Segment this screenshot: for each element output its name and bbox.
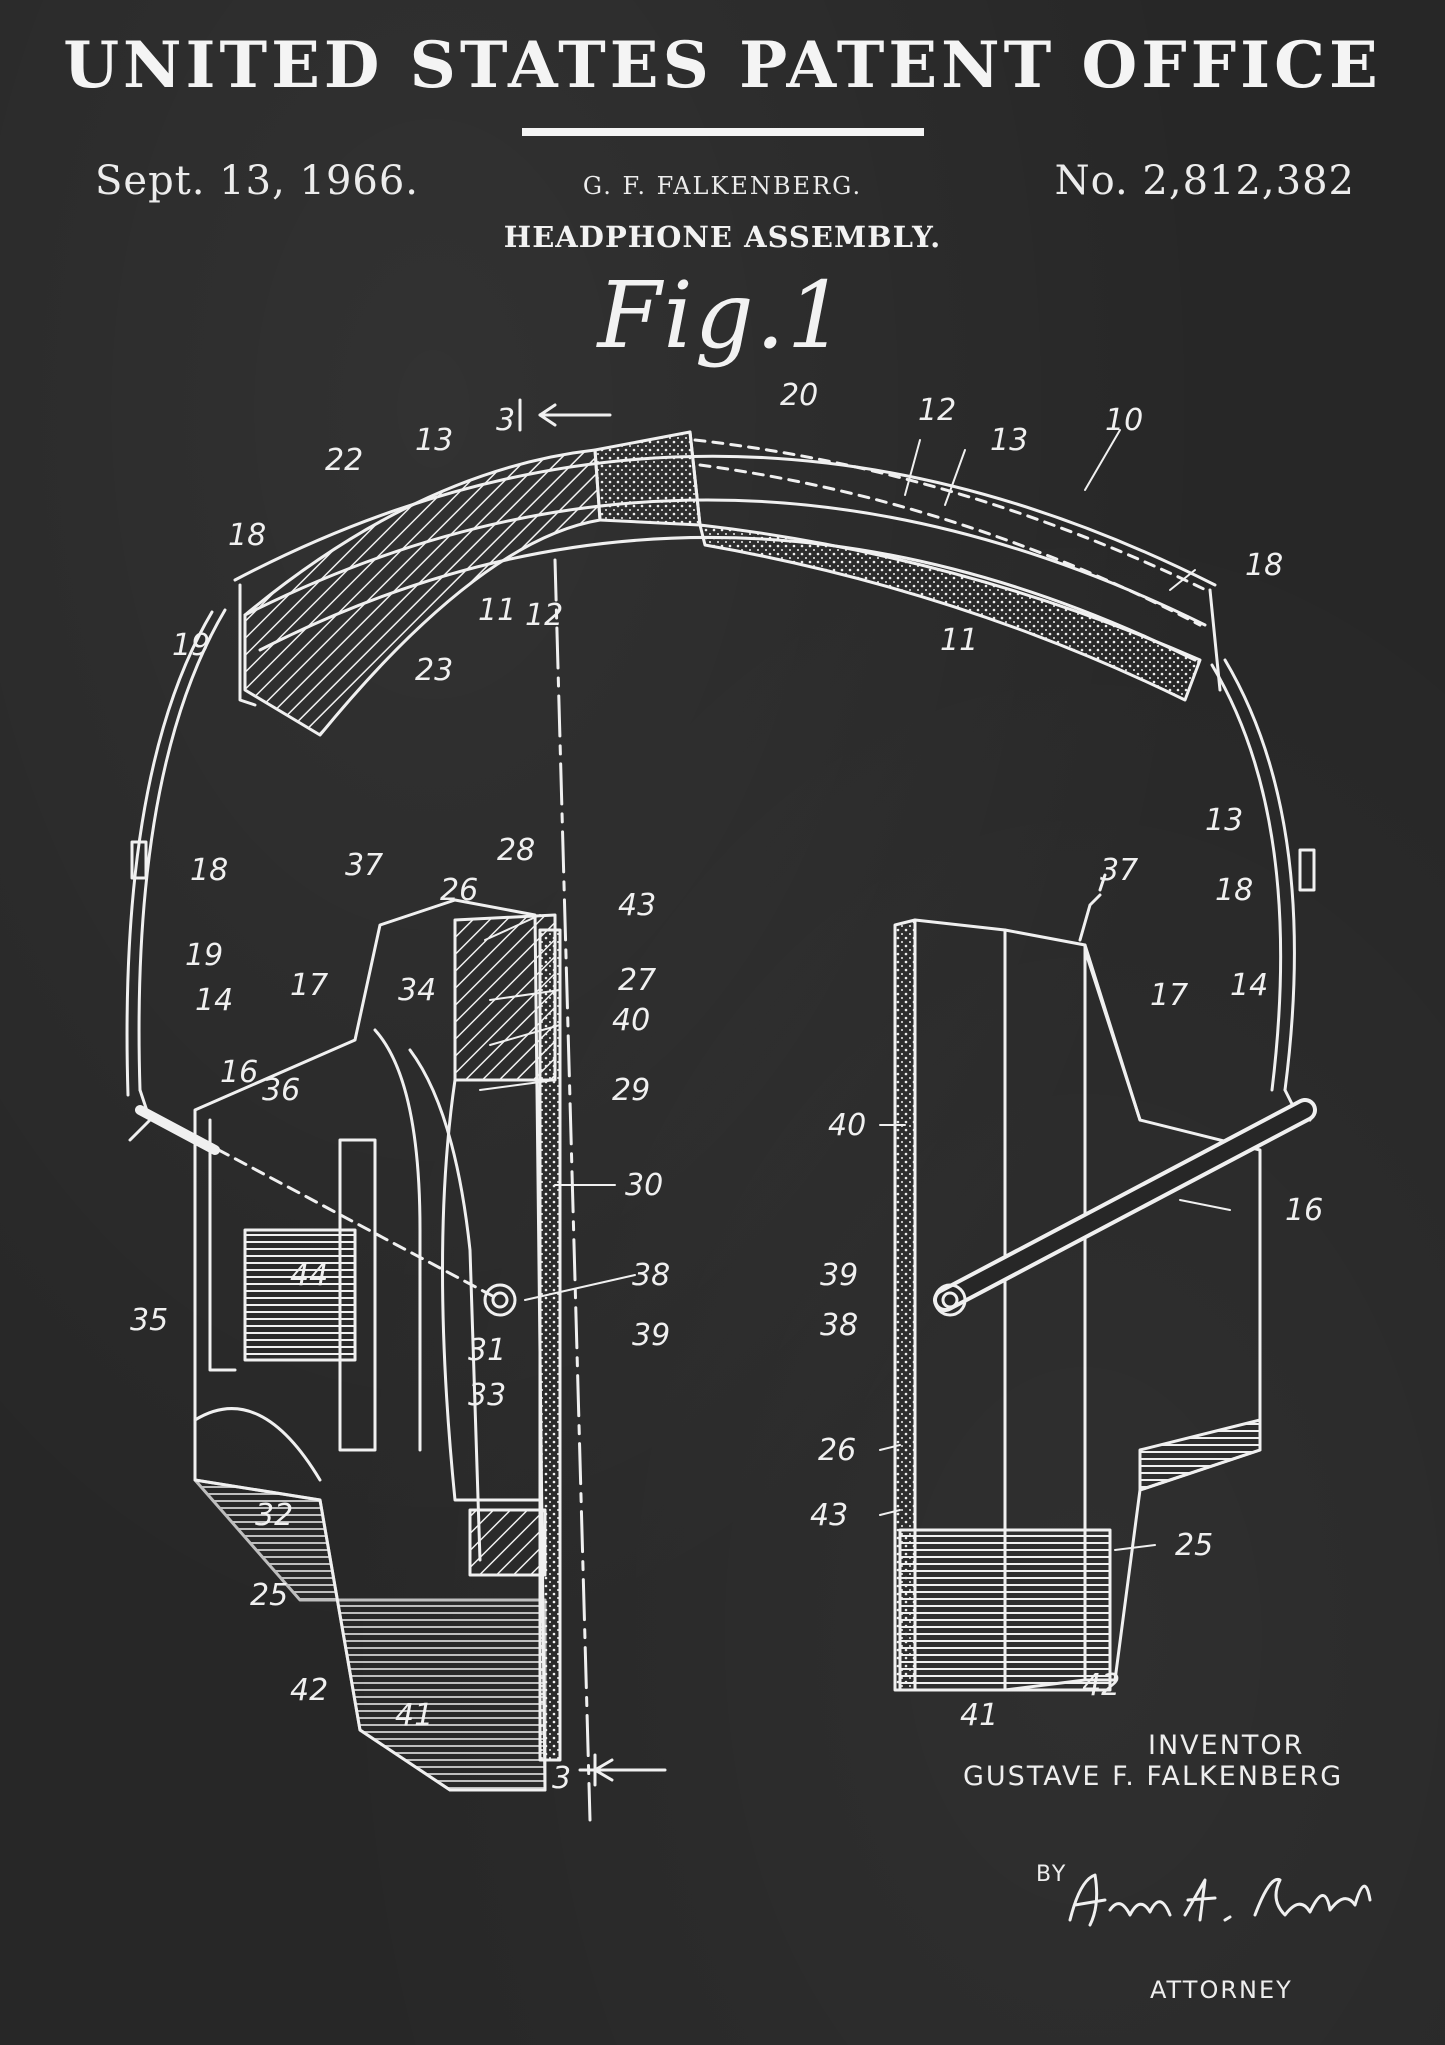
numeral-39: 39: [820, 1258, 858, 1293]
numeral-26: 26: [818, 1433, 856, 1468]
left-ear-cup: [135, 898, 562, 1792]
numeral-18: 18: [1245, 548, 1283, 583]
numeral-34: 34: [398, 973, 436, 1008]
headband: [233, 430, 1222, 737]
numeral-25: 25: [250, 1578, 288, 1613]
numeral-41: 41: [960, 1698, 998, 1733]
inventor-label: INVENTOR: [1148, 1730, 1305, 1761]
numeral-11: 11: [940, 623, 978, 658]
numeral-17: 17: [290, 968, 328, 1003]
numeral-35: 35: [130, 1303, 168, 1338]
section-marker-top: 3: [496, 403, 515, 438]
numeral-14: 14: [195, 983, 233, 1018]
reference-numerals: 3 3 10 11 11 12 12 13 13 13 14 14 16 16 …: [130, 378, 1323, 1796]
numeral-19: 19: [172, 628, 210, 663]
numeral-37: 37: [345, 848, 383, 883]
section-line: [518, 398, 667, 1822]
numeral-40: 40: [612, 1003, 650, 1038]
numeral-25: 25: [1175, 1528, 1213, 1563]
numeral-13: 13: [415, 423, 453, 458]
title-underline: [522, 128, 924, 136]
numeral-12: 12: [525, 598, 563, 633]
numeral-30: 30: [625, 1168, 663, 1203]
numeral-26: 26: [440, 873, 478, 908]
numeral-16: 16: [1285, 1193, 1323, 1228]
numeral-27: 27: [618, 963, 656, 998]
numeral-18: 18: [190, 853, 228, 888]
numeral-42: 42: [1082, 1668, 1120, 1703]
numeral-13: 13: [990, 423, 1028, 458]
right-ear-cup: [893, 873, 1317, 1692]
numeral-38: 38: [820, 1308, 858, 1343]
numeral-22: 22: [325, 443, 363, 478]
numeral-29: 29: [612, 1073, 650, 1108]
numeral-16: 16: [220, 1055, 258, 1090]
numeral-43: 43: [618, 888, 656, 923]
numeral-32: 32: [255, 1498, 293, 1533]
attorney-label: ATTORNEY: [1150, 1976, 1293, 2004]
numeral-40: 40: [828, 1108, 866, 1143]
figure-label: Fig.1: [597, 262, 848, 369]
numeral-13: 13: [1205, 803, 1243, 838]
inventor-short-name: G. F. FALKENBERG.: [582, 172, 863, 200]
patent-number: No. 2,812,382: [1054, 158, 1355, 204]
numeral-37: 37: [1100, 853, 1138, 888]
numeral-33: 33: [468, 1378, 506, 1413]
numeral-20: 20: [780, 378, 818, 413]
numeral-41: 41: [395, 1698, 433, 1733]
numeral-38: 38: [632, 1258, 670, 1293]
numeral-18: 18: [228, 518, 266, 553]
attorney-signature: [1068, 1873, 1372, 1927]
numeral-12: 12: [918, 393, 956, 428]
by-label: BY: [1036, 1862, 1068, 1887]
leader-lines: [479, 429, 1231, 1551]
office-title: UNITED STATES PATENT OFFICE: [63, 28, 1382, 103]
numeral-10: 10: [1105, 403, 1143, 438]
inventor-name: GUSTAVE F. FALKENBERG: [963, 1761, 1344, 1792]
numeral-36: 36: [262, 1073, 300, 1108]
numeral-23: 23: [415, 653, 453, 688]
numeral-17: 17: [1150, 978, 1188, 1013]
numeral-28: 28: [497, 833, 535, 868]
patent-date: Sept. 13, 1966.: [95, 158, 420, 204]
numeral-42: 42: [290, 1673, 328, 1708]
numeral-18: 18: [1215, 873, 1253, 908]
numeral-31: 31: [468, 1333, 506, 1368]
numeral-44: 44: [290, 1258, 328, 1293]
section-marker-bottom: 3: [552, 1761, 571, 1796]
numeral-39: 39: [632, 1318, 670, 1353]
numeral-14: 14: [1230, 968, 1268, 1003]
numeral-19: 19: [185, 938, 223, 973]
numeral-43: 43: [810, 1498, 848, 1533]
patent-title: HEADPHONE ASSEMBLY.: [503, 220, 942, 254]
numeral-11: 11: [478, 593, 516, 628]
